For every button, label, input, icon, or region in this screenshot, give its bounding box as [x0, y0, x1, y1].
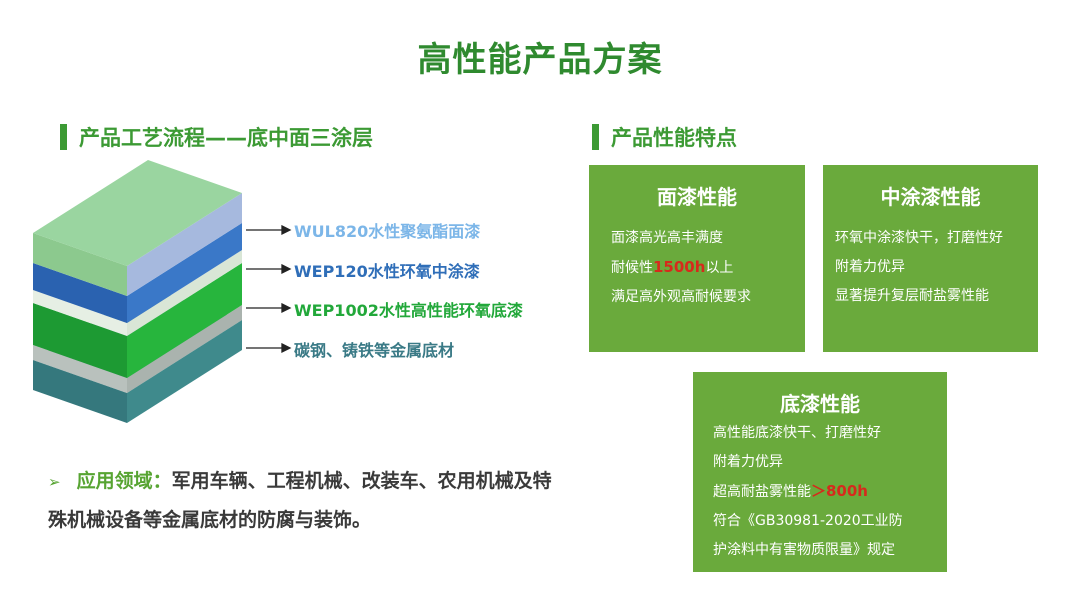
application-label: 应用领域： — [76, 470, 172, 492]
separator-gray-side — [33, 345, 127, 393]
arrow-head-icon — [281, 302, 292, 314]
text-segment: 耐候性 — [611, 260, 653, 276]
arrow-head-icon — [281, 263, 292, 275]
card-line: 符合《GB30981-2020工业防 — [713, 513, 903, 529]
separator-white-front — [127, 250, 242, 336]
card-line: 高性能底漆快干、打磨性好 — [713, 425, 881, 441]
process-heading-text: 产品工艺流程——底中面三涂层 — [79, 126, 373, 150]
application-paragraph: ➢ 应用领域：军用车辆、工程机械、改装车、农用机械及特殊机械设备等金属底材的防腐与… — [48, 462, 568, 539]
highlight-value: 1500h — [653, 258, 706, 276]
card-title: 面漆性能 — [657, 185, 737, 209]
card-line: 满足高外观高耐候要求 — [611, 289, 751, 305]
card-line: 附着力优异 — [713, 454, 783, 470]
card-line: 超高耐盐雾性能＞800h — [713, 477, 947, 507]
heading-bar — [592, 124, 599, 150]
arrow-bullet-icon: ➢ — [48, 473, 61, 491]
midcoat-performance-card: 中涂漆性能 环氧中涂漆快干，打磨性好 附着力优异 显著提升复层耐盐雾性能 — [823, 165, 1038, 352]
primer-layer-side — [33, 303, 127, 378]
midcoat-layer-side — [33, 263, 127, 323]
card-line: 耐候性1500h以上 — [611, 253, 805, 283]
application-text: 军用车辆、工程机械、改装车、农用机械及特殊机械设备等金属底材的防腐与装饰。 — [48, 470, 552, 531]
text-segment: 以上 — [705, 260, 734, 276]
topcoat-layer-top — [33, 160, 242, 266]
card-line: 环氧中涂漆快干，打磨性好 — [835, 230, 1003, 246]
substrate-layer-side — [33, 360, 127, 423]
midcoat-layer-front — [127, 223, 242, 323]
features-section-heading: 产品性能特点 — [592, 122, 737, 152]
card-line: 面漆高光高丰满度 — [611, 230, 723, 246]
topcoat-layer-front — [127, 193, 242, 296]
arrow-head-icon — [281, 342, 292, 354]
process-section-heading: 产品工艺流程——底中面三涂层 — [60, 122, 373, 152]
text-segment: 超高耐盐雾性能 — [713, 484, 811, 500]
card-line: 护涂料中有害物质限量》规定 — [713, 542, 895, 558]
topcoat-performance-card: 面漆性能 面漆高光高丰满度 耐候性1500h以上 满足高外观高耐候要求 — [589, 165, 805, 352]
heading-bar — [60, 124, 67, 150]
topcoat-layer-side — [33, 233, 127, 296]
card-title: 中涂漆性能 — [880, 185, 981, 209]
card-title: 底漆性能 — [780, 392, 860, 416]
substrate-label: 碳钢、铸铁等金属底材 — [294, 341, 455, 360]
separator-white-side — [33, 290, 127, 336]
topcoat-label: WUL820水性聚氨酯面漆 — [294, 222, 481, 241]
primer-layer-front — [127, 263, 242, 378]
primer-label: WEP1002水性高性能环氧底漆 — [294, 301, 523, 320]
substrate-layer-front — [127, 320, 242, 423]
features-heading-text: 产品性能特点 — [611, 126, 737, 150]
midcoat-label: WEP120水性环氧中涂漆 — [294, 262, 480, 281]
primer-performance-card: 底漆性能 高性能底漆快干、打磨性好 附着力优异 超高耐盐雾性能＞800h 符合《… — [693, 372, 947, 572]
separator-gray-front — [127, 305, 242, 393]
highlight-value: ＞800h — [811, 482, 868, 500]
page-title: 高性能产品方案 — [417, 40, 663, 80]
arrow-head-icon — [281, 224, 292, 236]
card-line: 显著提升复层耐盐雾性能 — [835, 288, 989, 304]
card-line: 附着力优异 — [835, 259, 905, 275]
